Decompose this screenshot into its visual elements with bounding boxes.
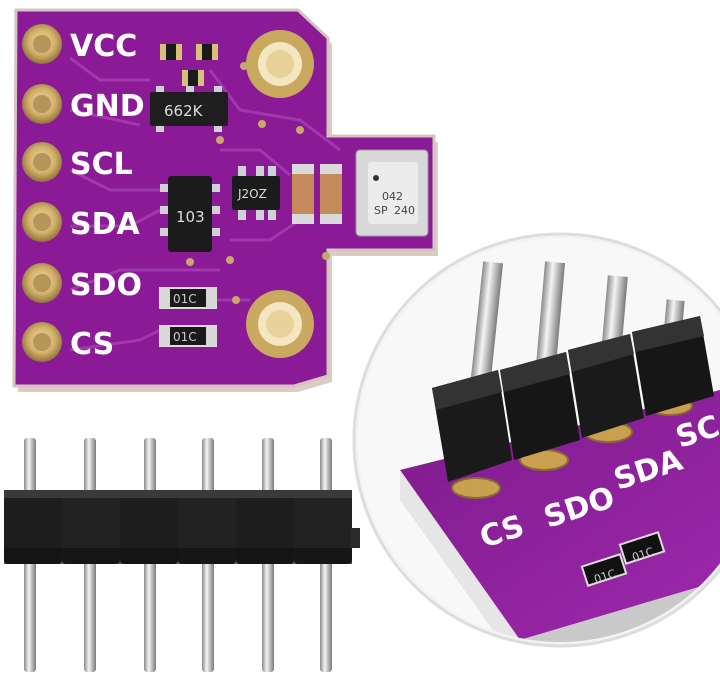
pin-label-sda: SDA: [70, 207, 141, 242]
pin-label-gnd: GND: [70, 89, 145, 124]
resistor-label-2: 01C: [173, 330, 197, 344]
chip-662k-label: 662K: [164, 102, 204, 120]
capacitors: [292, 164, 342, 224]
environment-sensor: 042 SP 240: [355, 149, 429, 237]
pcb-body: [12, 8, 436, 388]
pin-header: [4, 438, 360, 672]
header-housing: [4, 490, 360, 564]
chip-662k: 662K: [150, 86, 228, 132]
pin-label-vcc: VCC: [70, 29, 137, 64]
chip-103: 103: [160, 176, 220, 252]
resistors: 01C 01C: [159, 287, 217, 347]
pin-label-sdo: SDO: [70, 268, 142, 303]
zoom-resistor-label-2: 01C: [631, 545, 656, 564]
pin-label-cs: CS: [70, 327, 114, 362]
sensor-label-3: 240: [394, 204, 415, 217]
zoom-header-pins: [432, 261, 714, 482]
chip-103-label: 103: [176, 208, 205, 226]
sensor-board: VCC GND SCL SDA SDO CS 662K: [12, 8, 438, 392]
pin-label-scl: SCL: [70, 147, 133, 182]
pin-pads: [22, 24, 62, 362]
zoom-detail: SC SDA SDO CS 01C 01C: [352, 232, 720, 648]
chip-small: J2OZ: [232, 166, 280, 220]
smd-top: [160, 44, 218, 86]
resistor-label-1: 01C: [173, 292, 197, 306]
sensor-label-1: 042: [382, 190, 403, 203]
chip-small-label: J2OZ: [237, 187, 267, 201]
sensor-label-2: SP: [374, 204, 388, 217]
zoom-resistor-label-1: 01C: [593, 567, 618, 586]
mounting-holes: [246, 30, 314, 358]
zoom-resistors: 01C 01C: [580, 531, 666, 587]
